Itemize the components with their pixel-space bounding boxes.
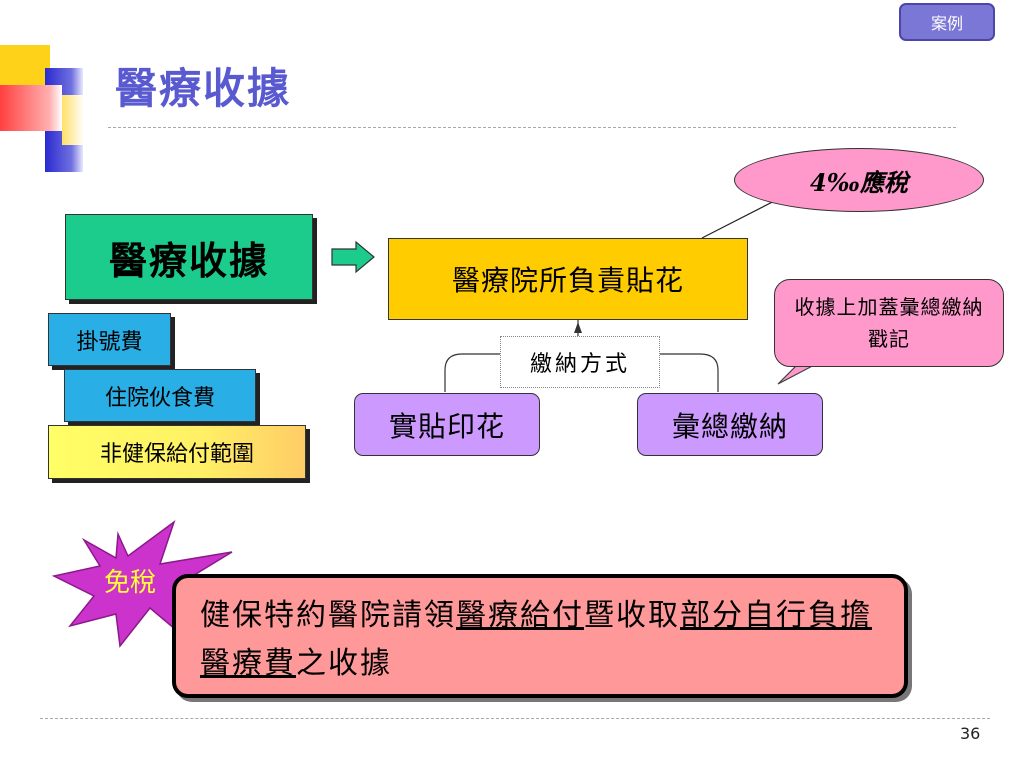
- payment-methods-label: 繳納方式: [500, 336, 660, 388]
- starburst: [51, 519, 233, 648]
- decor-bar-yellow: [62, 95, 84, 145]
- bottom-text-4-underlined: 部分自行負擔醫療費: [200, 598, 872, 681]
- bottom-text-2-underlined: 醫療給付: [456, 598, 584, 633]
- method-stamp-affix: 實貼印花: [354, 393, 540, 456]
- footer-divider: [40, 718, 990, 719]
- page-number: 36: [960, 724, 981, 743]
- left-item-registration-fee: 掛號費: [48, 313, 171, 366]
- consolidated-stamp-callout: 收據上加蓋彙總繳納戳記: [774, 279, 1004, 367]
- bottom-text-1: 健保特約醫院請領: [200, 598, 456, 633]
- bottom-text-5: 之收據: [296, 646, 392, 681]
- case-badge: 案例: [899, 3, 995, 41]
- tax-free-label: 免稅: [104, 568, 157, 598]
- decor-square-red: [0, 85, 62, 131]
- tax-rate-ellipse: 4‰應稅: [734, 148, 984, 212]
- arrow-right-icon: [331, 240, 375, 274]
- left-item-hospital-meal-fee: 住院伙食費: [64, 369, 256, 422]
- left-item-non-nhi-scope: 非健保給付範圍: [48, 425, 306, 479]
- page-title: 醫療收據: [115, 64, 292, 113]
- hospital-stamp-box: 醫療院所負責貼花: [388, 238, 748, 320]
- main-receipt-box: 醫療收據: [65, 214, 313, 300]
- decor-square-yellow: [0, 45, 50, 90]
- nhi-receipt-box: 健保特約醫院請領醫療給付暨收取部分自行負擔醫療費之收據: [172, 574, 908, 698]
- method-consolidated-payment: 彙總繳納: [637, 393, 823, 456]
- bottom-text-3: 暨收取: [584, 598, 680, 633]
- title-divider: [108, 127, 956, 128]
